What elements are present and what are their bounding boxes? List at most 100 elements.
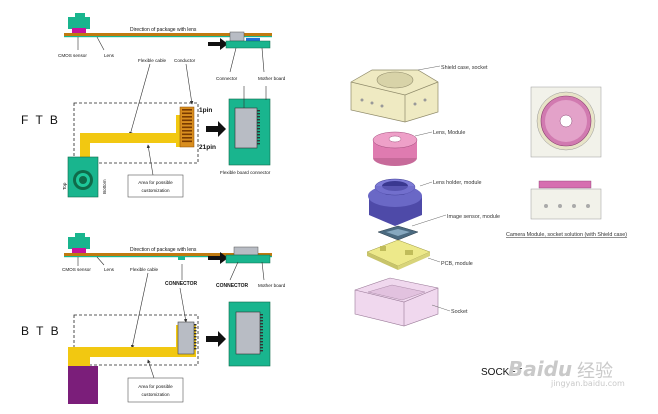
ftb-flex-cable-line (64, 33, 272, 36)
pin (182, 123, 192, 125)
pin (194, 336, 197, 338)
btb-area-box: Area for possible customization (127, 377, 184, 403)
pin (194, 333, 197, 335)
btb-motherboard-top: CONNECTOR Mother board (216, 246, 286, 289)
ftb-lens-label: Lens (104, 53, 115, 58)
ftb-motherboard-top: Connector Mother board (216, 31, 286, 81)
svg-text:Area for possible: Area for possible (138, 180, 173, 185)
pin (260, 329, 263, 331)
pin (260, 341, 263, 343)
ftb-mid-arrow (206, 121, 226, 137)
ftb-direction-label: Direction of package with lens (130, 27, 197, 33)
pin (194, 330, 197, 332)
exploded-shield-case (350, 69, 439, 123)
btb-connector-chip (177, 321, 195, 355)
ftb-camera-module: Top Bottom (62, 156, 107, 198)
ftb-cmos-label: CMOS sensor (58, 53, 87, 58)
pin (182, 119, 192, 122)
ftb-area-box: Area for possible customization (127, 174, 184, 198)
pin (257, 110, 260, 112)
pin (257, 143, 260, 145)
btb-camera-module (68, 366, 98, 404)
btb-board-connector (228, 301, 271, 367)
btb-flex-cable-label: Flexible cable (130, 267, 159, 272)
label-lens-module: Lens, Module (433, 130, 465, 136)
label-image-sensor: Image sensor, module (447, 214, 500, 220)
btb-connector-label: CONNECTOR (165, 281, 198, 287)
pin (182, 137, 192, 139)
pin (194, 324, 197, 326)
svg-text:customization: customization (141, 392, 170, 397)
btb-connector-label-2: CONNECTOR (216, 283, 249, 289)
pin (257, 134, 260, 136)
pin (257, 113, 260, 115)
pin (182, 112, 192, 115)
ftb-conductor-label: Conductor (174, 58, 196, 63)
pin (182, 126, 192, 129)
btb-mother-board-label: Mother board (258, 283, 286, 288)
pin (260, 344, 263, 346)
watermark-cn: 经验 (577, 361, 613, 382)
pin (260, 320, 263, 322)
btb-top-arrow (208, 252, 228, 264)
section-label-ftb: F T B (21, 113, 60, 127)
ftb-flex-assembly: 1pin 21pin (73, 102, 216, 164)
pin (182, 116, 192, 118)
pin (260, 317, 263, 319)
ftb-flex-cable-label: Flexible cable (138, 58, 167, 63)
pin (257, 116, 260, 118)
label-socket: Socket (451, 309, 468, 315)
exploded-pcb (366, 239, 431, 270)
pin (260, 332, 263, 334)
pin (257, 125, 260, 127)
ftb-flex-board-connector: Flexible board connector (220, 98, 271, 175)
ftb-mother-board-label: Mother board (258, 76, 286, 81)
svg-text:Area for possible: Area for possible (138, 384, 173, 389)
assembled-side-view (530, 180, 602, 220)
assembled-top-view (530, 86, 602, 158)
pin (257, 131, 260, 133)
pin (257, 140, 260, 142)
pin (260, 326, 263, 328)
svg-text:customization: customization (141, 188, 170, 193)
label-lens-holder: Lens holder, module (433, 180, 482, 186)
ftb-connector-label: Connector (216, 76, 238, 81)
pin (260, 323, 263, 325)
pin (182, 109, 192, 111)
ftb-pin1-label: 1pin (199, 107, 212, 114)
section-label-btb: B T B (21, 324, 61, 338)
pin (194, 327, 197, 329)
btb-lens-label: Lens (104, 267, 115, 272)
assembled-caption: Camera Module, socket solution (with Shi… (506, 232, 627, 238)
ftb-top-arrow (208, 38, 228, 50)
ftb-lens-block (68, 17, 90, 29)
pin (257, 122, 260, 124)
exploded-lens-holder (368, 178, 422, 226)
pin (194, 345, 197, 347)
pin (194, 342, 197, 344)
pin (182, 130, 192, 132)
btb-mid-arrow (206, 331, 226, 347)
btb-flex-assembly (68, 314, 199, 404)
ftb-cmos-sensor (72, 28, 86, 33)
pin (257, 128, 260, 130)
ftb-lens-top (75, 13, 85, 18)
pin (260, 338, 263, 340)
pin (260, 314, 263, 316)
exploded-lens-module (372, 131, 418, 166)
btb-package-strip: Direction of package with lens CMOS sens… (62, 233, 272, 287)
pin (194, 339, 197, 341)
exploded-socket (354, 277, 439, 327)
pin (257, 119, 260, 121)
btb-cmos-label: CMOS sensor (62, 267, 91, 272)
pin (194, 348, 197, 350)
pin (260, 347, 263, 349)
ftb-pin21-label: 21pin (199, 144, 216, 151)
ftb-fbc-label: Flexible board connector (220, 170, 271, 175)
pin (182, 133, 192, 136)
ftb-bottom-label: Bottom (102, 179, 107, 194)
watermark-url: jingyan.baidu.com (551, 379, 625, 388)
label-shield-case: Shield case, socket (441, 65, 488, 71)
label-pcb: PCB, module (441, 261, 473, 267)
